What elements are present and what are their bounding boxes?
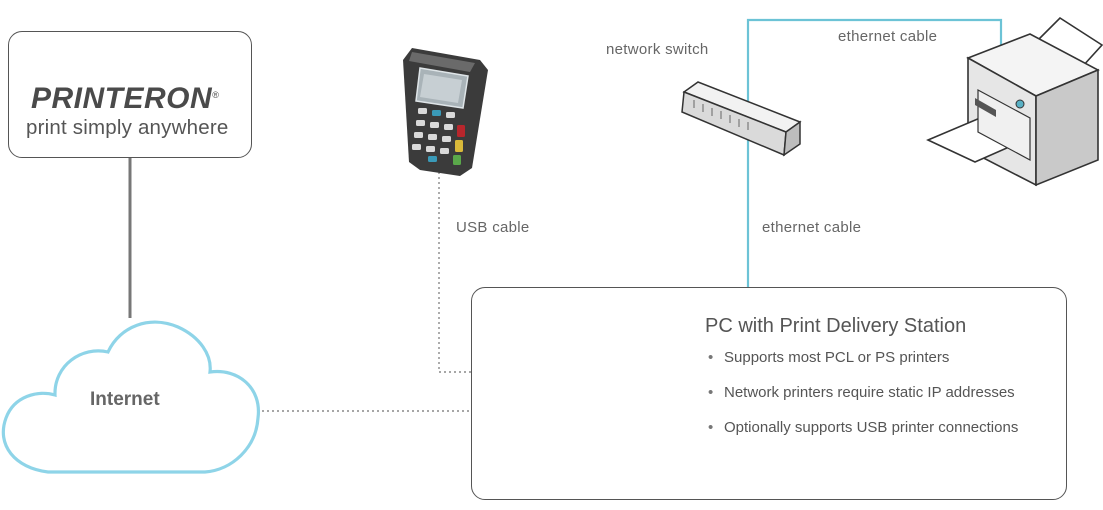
network-switch-icon <box>681 81 802 157</box>
network-switch-label: network switch <box>606 41 709 58</box>
list-item: Optionally supports USB printer connecti… <box>708 418 1018 453</box>
usb-cable-label: USB cable <box>456 219 530 236</box>
pc-feature-list: Supports most PCL or PS printers Network… <box>708 348 1018 453</box>
payment-terminal-icon <box>403 48 488 176</box>
usb-cable-line <box>438 172 471 373</box>
ethernet-cable-mid-label: ethernet cable <box>762 219 862 236</box>
ethernet-cable-top-label: ethernet cable <box>838 28 938 45</box>
logo-brand: PRINTERON® <box>31 82 220 115</box>
printer-icon <box>926 16 1103 187</box>
cloud-icon <box>1 320 260 474</box>
internet-label: Internet <box>90 389 160 410</box>
list-item: Supports most PCL or PS printers <box>708 348 1018 383</box>
logo-tagline: print simply anywhere <box>26 116 229 139</box>
pc-station-title: PC with Print Delivery Station <box>705 315 967 337</box>
printeron-logo-box: PRINTERON® print simply anywhere <box>8 31 252 158</box>
ethernet-cable-switch-printer <box>746 18 1003 101</box>
list-item: Network printers require static IP addre… <box>708 383 1018 418</box>
pc-station-box: PC with Print Delivery Station Supports … <box>471 287 1067 500</box>
